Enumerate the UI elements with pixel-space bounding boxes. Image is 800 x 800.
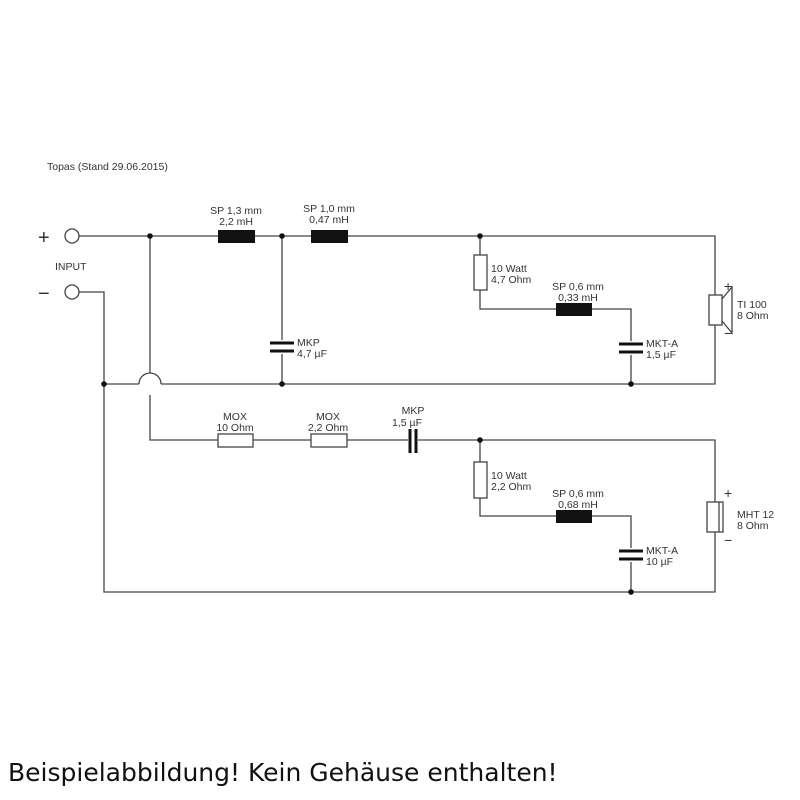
c3-value: 1,5 µF xyxy=(392,417,422,429)
l3-label: SP 0,6 mm xyxy=(552,281,604,293)
c1-value: 4,7 µF xyxy=(297,348,327,360)
tweeter-plus: + xyxy=(724,278,732,294)
resistor-r1 xyxy=(473,254,488,291)
inductor-l3 xyxy=(556,303,592,316)
r2-value: 10 Ohm xyxy=(216,422,254,434)
midrange-label: MHT 12 xyxy=(737,509,774,521)
r1-value: 4,7 Ohm xyxy=(491,274,532,286)
midrange-minus: − xyxy=(724,532,732,548)
l3-value: 0,33 mH xyxy=(558,292,598,304)
tweeter-minus: − xyxy=(724,325,732,341)
r4-value: 2,2 Ohm xyxy=(491,481,532,493)
junctions xyxy=(101,233,634,595)
r1-label: 10 Watt xyxy=(491,263,527,275)
midrange-speaker-icon xyxy=(706,501,724,533)
input-label: INPUT xyxy=(55,261,87,273)
resistor-r3 xyxy=(310,433,348,448)
footer-notice: Beispielabbildung! Kein Gehäuse enthalte… xyxy=(8,758,558,787)
input-minus-terminal xyxy=(64,284,80,300)
resistor-r2 xyxy=(217,433,254,448)
c4-label: MKT-A xyxy=(646,545,678,557)
midrange-value: 8 Ohm xyxy=(737,520,769,532)
tweeter-label: TI 100 xyxy=(737,299,767,311)
r2-label: MOX xyxy=(223,411,247,423)
wires xyxy=(79,235,716,593)
l4-label: SP 0,6 mm xyxy=(552,488,604,500)
r3-value: 2,2 Ohm xyxy=(308,422,349,434)
c4-value: 10 µF xyxy=(646,556,673,568)
inductor-l2 xyxy=(311,230,348,243)
schematic-title: Topas (Stand 29.06.2015) xyxy=(47,161,168,173)
midrange-plus: + xyxy=(724,485,732,501)
r3-label: MOX xyxy=(316,411,340,423)
input-plus-terminal xyxy=(64,228,80,244)
input-plus-sign: + xyxy=(38,227,50,249)
c2-label: MKT-A xyxy=(646,338,678,350)
c2-value: 1,5 µF xyxy=(646,349,676,361)
inductor-l4 xyxy=(556,510,592,523)
tweeter-value: 8 Ohm xyxy=(737,310,769,322)
tweeter-speaker-icon xyxy=(708,285,733,335)
c3-label: MKP xyxy=(402,405,425,417)
resistor-r4 xyxy=(473,461,488,499)
l2-label: SP 1,0 mm xyxy=(303,203,355,215)
c1-label: MKP xyxy=(297,337,320,349)
l2-value: 0,47 mH xyxy=(309,214,349,226)
r4-label: 10 Watt xyxy=(491,470,527,482)
l4-value: 0,68 mH xyxy=(558,499,598,511)
input-minus-sign: − xyxy=(38,283,50,305)
l1-value: 2,2 mH xyxy=(219,216,253,228)
l1-label: SP 1,3 mm xyxy=(210,205,262,217)
inductor-l1 xyxy=(218,230,255,243)
